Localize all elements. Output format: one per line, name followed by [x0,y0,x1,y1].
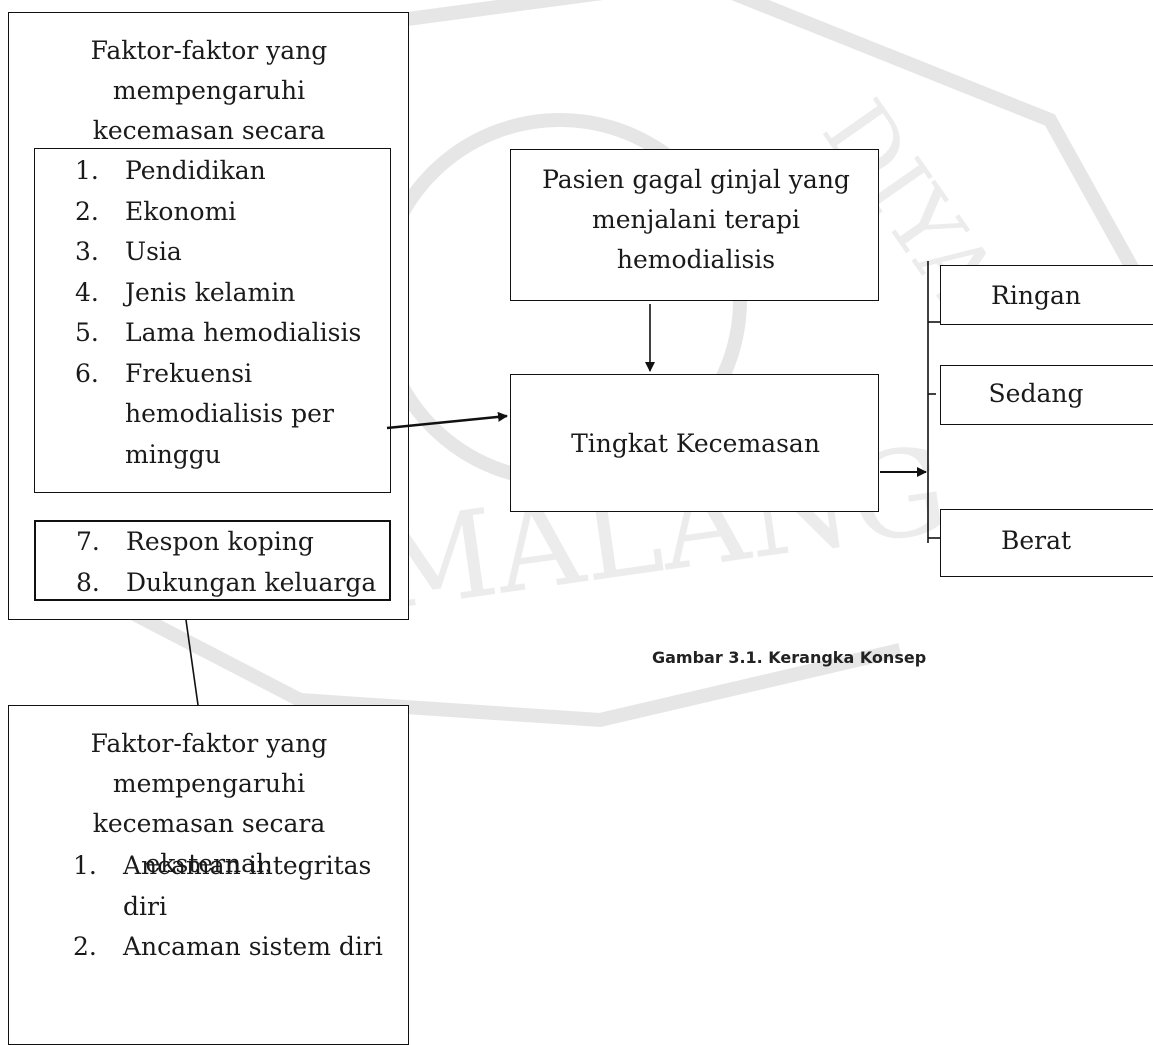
anxiety-level-label: Tingkat Kecemasan [571,429,820,458]
internal-factor-item-number: 8. [76,567,100,597]
external-factors-box: Faktor-faktor yang mempengaruhi kecemasa… [8,705,409,1045]
internal-factor-item-number: 6. [75,358,99,388]
internal-factor-item-label: Ekonomi [125,196,237,226]
internal-factor-item: 8. Dukungan keluarga [36,563,389,604]
internal-factor-item-label: Jenis kelamin [125,277,296,307]
internal-factor-item-label: Lama hemodialisis [125,318,362,347]
patient-box: Pasien gagal ginjal yang menjalani terap… [510,149,879,301]
figure-caption: Gambar 3.1. Kerangka Konsep [652,648,927,667]
internal-factor-item: 1. Pendidikan [35,151,390,192]
outcome-label-sedang: Sedang [988,379,1084,408]
internal-factor-item: 4. Jenis kelamin [35,273,390,314]
internal-factor-item-number: 3. [75,237,99,266]
internal-factor-item-label: Respon koping [126,527,314,556]
internal-list-a-box: 1. Pendidikan 2. Ekonomi 3. Usia 4. Jenis kelam… [34,148,391,493]
external-factor-item-number: 1. [73,851,97,880]
internal-list-b-box: 7. Respon koping 8. Dukungan keluarga [34,520,391,601]
outcome-box-berat: Berat [940,509,1153,577]
internal-factor-item-number: 2. [75,196,99,226]
line-internal-to-external [185,619,199,706]
outcome-box-sedang: Sedang [940,365,1153,425]
patient-label: Pasien gagal ginjal yang menjalani terap… [542,165,850,274]
internal-factor-item: 3. Usia [35,232,390,273]
internal-factor-list-b: 7. Respon koping 8. Dukungan keluarga [36,522,389,603]
external-factor-list: 1. Ancaman integritas diri 2. Ancaman siste… [33,846,401,968]
external-factor-item-label: Ancaman integritas diri [123,851,372,921]
external-factor-item-number: 2. [73,932,97,961]
internal-factor-item: 6. Frekuensi hemodialisis per minggu [35,354,390,476]
internal-factor-item-label: Usia [125,237,182,266]
internal-factor-item: 5. Lama hemodialisis [35,313,390,354]
internal-factor-item-label: Pendidikan [125,156,266,185]
internal-factor-item-number: 5. [75,318,99,347]
anxiety-level-box: Tingkat Kecemasan [510,374,879,512]
internal-factor-item: 7. Respon koping [36,522,389,563]
outcome-box-ringan: Ringan [940,265,1153,325]
external-factor-item: 2. Ancaman sistem diri [33,927,401,968]
internal-factor-item-number: 7. [76,527,100,556]
internal-factor-item: 2. Ekonomi [35,192,390,233]
internal-factor-item-number: 4. [75,277,99,307]
internal-factor-item-label: Dukungan keluarga [126,567,377,597]
outcome-label-ringan: Ringan [991,281,1081,310]
external-factor-item-label: Ancaman sistem diri [123,932,383,961]
external-factors-heading: Faktor-faktor yang mempengaruhi kecemasa… [90,729,328,878]
internal-factor-list-a: 1. Pendidikan 2. Ekonomi 3. Usia 4. Jenis kelam… [35,151,390,475]
internal-factor-item-number: 1. [75,156,99,185]
internal-factor-item-label: Frekuensi hemodialisis per minggu [125,358,334,469]
outcome-label-berat: Berat [1000,526,1072,555]
external-factor-item: 1. Ancaman integritas diri [33,846,401,927]
